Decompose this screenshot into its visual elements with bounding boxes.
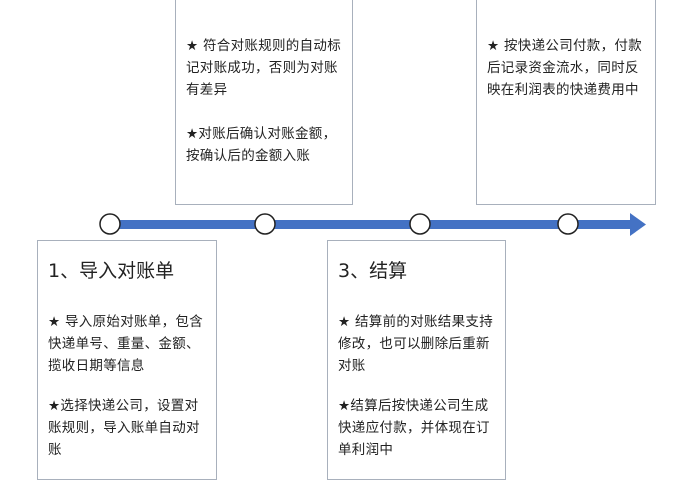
step-1-box: 1、导入对账单 ★ 导入原始对账单，包含快递单号、重量、金额、揽收日期等信息 ★… <box>37 240 217 480</box>
timeline-node-1 <box>99 213 121 235</box>
step-3-bullet-2: ★结算后按快递公司生成快递应付款，并体现在订单利润中 <box>338 398 490 458</box>
step-1-bullet-1: ★ 导入原始对账单，包含快递单号、重量、金额、揽收日期等信息 <box>48 314 203 374</box>
timeline-node-2 <box>254 213 276 235</box>
step-4-box: ★ 按快递公司付款，付款后记录资金流水，同时反映在利润表的快递费用中 <box>476 0 656 205</box>
step-1-bullet-2: ★选择快递公司，设置对账规则，导入账单自动对账 <box>48 398 200 458</box>
timeline <box>99 213 646 236</box>
step-2-bullet-2: ★对账后确认对账金额，按确认后的金额入账 <box>186 126 337 164</box>
step-1-title: 1、导入对账单 <box>48 260 175 282</box>
step-3-box: 3、结算 ★ 结算前的对账结果支持修改，也可以删除后重新对账 ★结算后按快递公司… <box>327 240 506 480</box>
timeline-node-3 <box>409 213 431 235</box>
step-4-bullet-1: ★ 按快递公司付款，付款后记录资金流水，同时反映在利润表的快递费用中 <box>487 38 642 98</box>
timeline-arrowhead <box>630 213 646 236</box>
step-3-bullet-1: ★ 结算前的对账结果支持修改，也可以删除后重新对账 <box>338 314 493 374</box>
timeline-bar <box>110 220 632 229</box>
step-2-bullet-1: ★ 符合对账规则的自动标记对账成功，否则为对账有差异 <box>186 38 341 98</box>
timeline-node-4 <box>557 213 579 235</box>
step-2-box: ★ 符合对账规则的自动标记对账成功，否则为对账有差异 ★对账后确认对账金额，按确… <box>175 0 353 205</box>
step-3-title: 3、结算 <box>338 260 408 282</box>
